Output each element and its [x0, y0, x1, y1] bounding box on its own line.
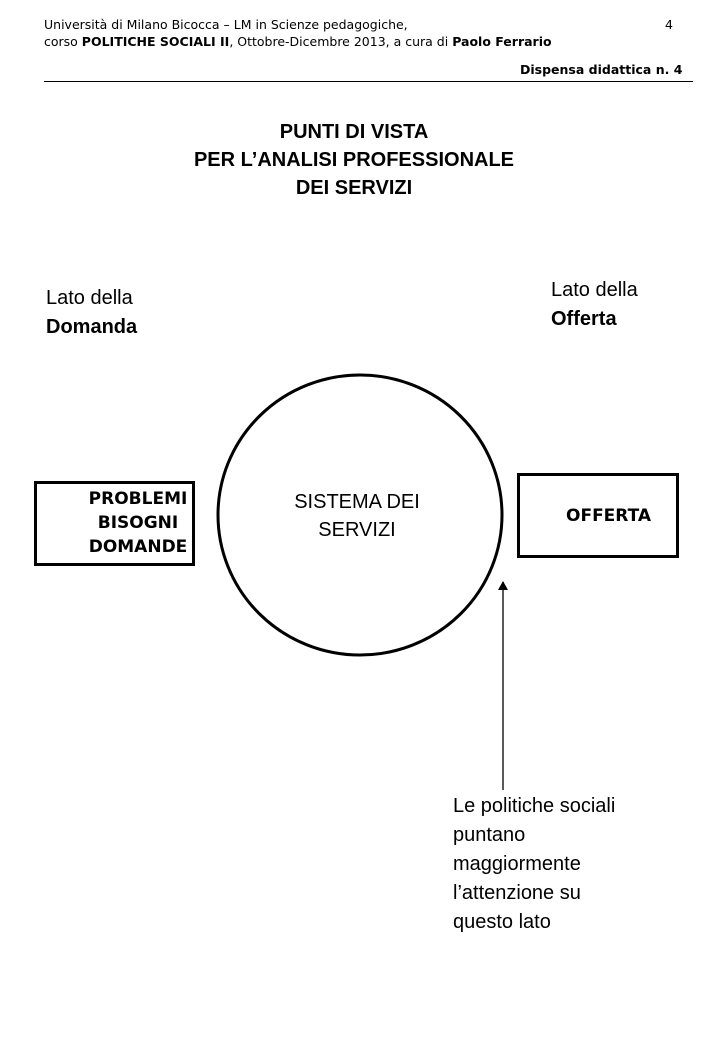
demand-box-line-3: DOMANDE: [88, 537, 188, 557]
header-course-line: corso POLITICHE SOCIALI II, Ottobre-Dice…: [44, 33, 552, 50]
policy-note-line-2: puntano: [453, 824, 526, 846]
dispensa-label: Dispensa didattica n. 4: [520, 62, 683, 77]
policy-note-line-1: Le politiche sociali: [453, 795, 616, 817]
demand-box: [34, 481, 195, 566]
services-system-label: SISTEMA DEI SERVIZI: [262, 488, 452, 544]
supply-box: [517, 473, 679, 558]
header-line1: Università di Milano Bicocca – LM in Sci…: [44, 17, 408, 32]
policy-note-line-4: l’attenzione su: [453, 882, 581, 904]
page-number: 4: [665, 17, 673, 32]
supply-side-label: Lato della Offerta: [551, 276, 638, 334]
services-system-line-1: SISTEMA DEI: [294, 491, 420, 513]
title-line-3: DEI SERVIZI: [295, 177, 413, 199]
page-title: PUNTI DI VISTA PER L’ANALISI PROFESSIONA…: [100, 118, 608, 202]
header-course-prefix: corso: [44, 34, 82, 49]
demand-box-line-1: PROBLEMI: [88, 489, 188, 509]
supply-box-label: OFFERTA: [566, 506, 652, 526]
demand-side-line1: Lato della: [46, 287, 133, 309]
demand-box-text: PROBLEMI BISOGNI DOMANDE: [68, 487, 208, 559]
demand-side-line2: Domanda: [46, 316, 138, 338]
services-system-line-2: SERVIZI: [318, 519, 396, 541]
header-divider: [44, 81, 693, 82]
services-system-circle: [216, 373, 504, 657]
title-line-1: PUNTI DI VISTA: [279, 121, 429, 143]
supply-side-line1: Lato della: [551, 279, 638, 301]
policy-note-line-5: questo lato: [453, 911, 551, 933]
policy-note: Le politiche sociali puntano maggiorment…: [453, 792, 615, 937]
demand-box-line-2: BISOGNI: [97, 513, 179, 533]
header-author: Paolo Ferrario: [452, 34, 552, 49]
demand-side-label: Lato della Domanda: [46, 284, 137, 342]
header-course-name: POLITICHE SOCIALI II: [81, 34, 230, 49]
header-course-middle: , Ottobre-Dicembre 2013, a cura di: [229, 34, 453, 49]
policy-note-line-3: maggiormente: [453, 853, 581, 875]
title-line-2: PER L’ANALISI PROFESSIONALE: [193, 149, 515, 171]
header-institution-line: Università di Milano Bicocca – LM in Sci…: [44, 16, 408, 33]
supply-side-line2: Offerta: [551, 308, 617, 330]
